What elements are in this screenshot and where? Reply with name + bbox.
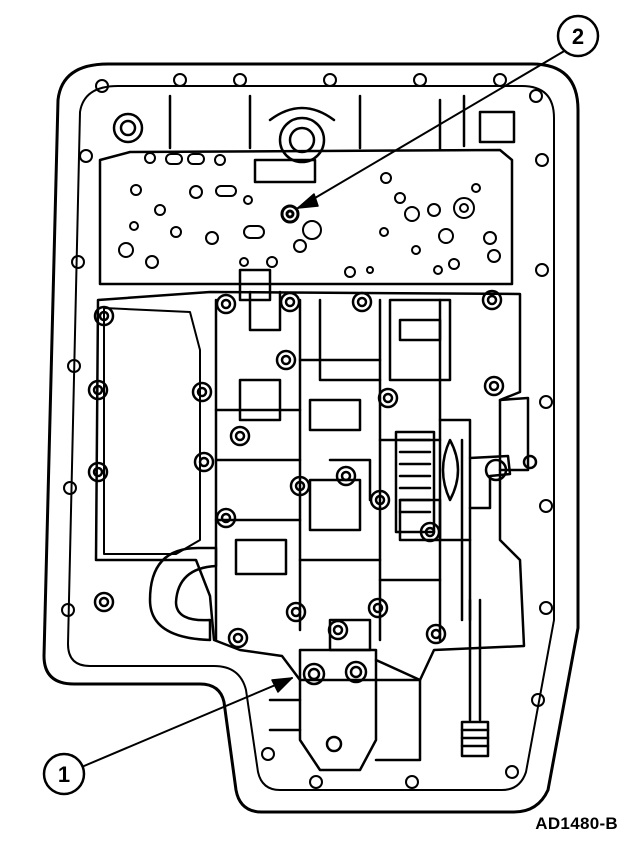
callout-1: 1 bbox=[42, 677, 293, 796]
valve-body-bolts bbox=[87, 289, 505, 649]
callout-1-leader bbox=[83, 677, 293, 767]
separator-plate-holes bbox=[118, 152, 501, 278]
callout-2: 2 bbox=[297, 14, 600, 209]
callout-1-arrowhead bbox=[271, 677, 293, 693]
manual-valve-assembly bbox=[394, 396, 538, 758]
separator-plate bbox=[98, 94, 516, 286]
figure-code: AD1480-B bbox=[535, 814, 618, 833]
callout-2-circle bbox=[556, 14, 600, 58]
check-ball-target bbox=[280, 204, 300, 224]
valve-body-casting bbox=[94, 268, 526, 682]
callout-1-label: 1 bbox=[58, 762, 70, 787]
lower-bracket bbox=[268, 648, 422, 772]
callout-1-circle bbox=[42, 752, 86, 796]
callout-2-arrowhead bbox=[297, 193, 319, 209]
pan-outline bbox=[42, 62, 580, 814]
callout-2-leader bbox=[297, 49, 567, 209]
callout-2-label: 2 bbox=[572, 24, 584, 49]
pan-bolt-holes bbox=[61, 73, 553, 789]
